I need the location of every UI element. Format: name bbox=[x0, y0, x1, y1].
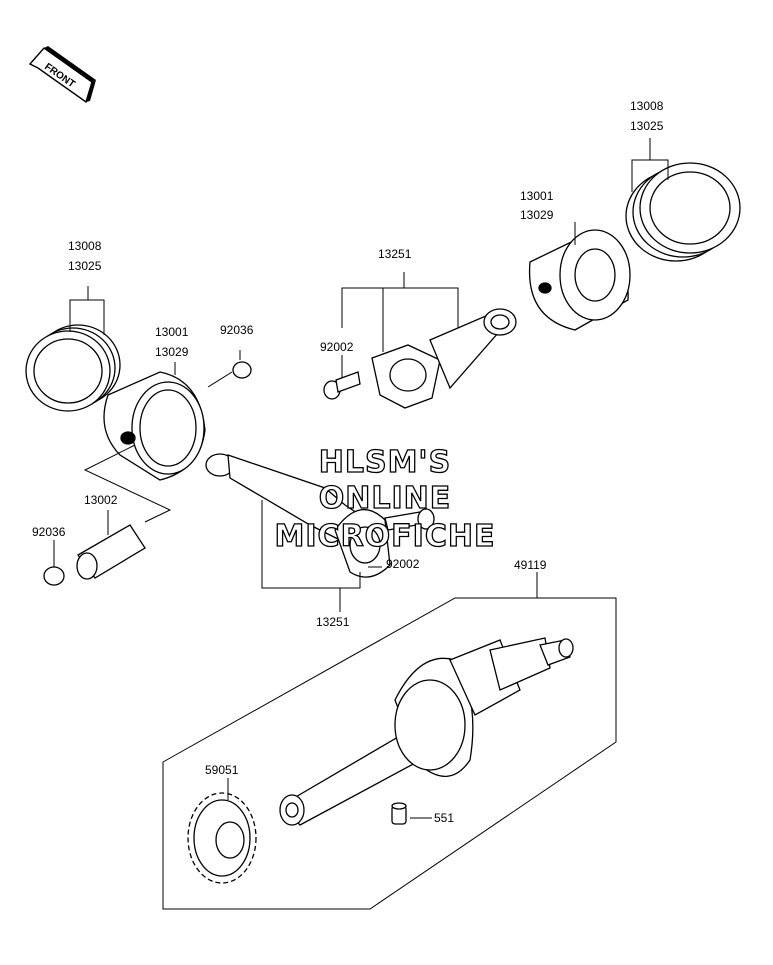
bolt-top bbox=[323, 371, 361, 400]
gear bbox=[187, 792, 257, 884]
label-rings-left-2: 13025 bbox=[68, 259, 102, 273]
front-arrow-icon: FRONT bbox=[28, 46, 96, 104]
label-gear: 59051 bbox=[205, 763, 239, 777]
watermark-line-2: ONLINE bbox=[319, 481, 452, 516]
label-rings-right-2: 13025 bbox=[630, 119, 664, 133]
label-rod-top: 13251 bbox=[378, 247, 412, 261]
dowel-pin bbox=[391, 802, 407, 825]
label-piston-right-1: 13001 bbox=[520, 189, 554, 203]
piston-left bbox=[103, 371, 206, 481]
label-rings-left-1: 13008 bbox=[68, 239, 102, 253]
circlip-left-bottom bbox=[43, 566, 65, 586]
crankshaft bbox=[279, 637, 574, 826]
bolt-bottom bbox=[384, 508, 435, 531]
leader-lines bbox=[53, 138, 669, 819]
label-circlip-left-top: 92036 bbox=[220, 323, 254, 337]
piston-rings-left bbox=[25, 324, 121, 412]
label-piston-left-2: 13029 bbox=[155, 345, 189, 359]
piston-right bbox=[528, 229, 631, 331]
watermark: HLSM'S ONLINE MICROFICHE bbox=[274, 444, 496, 554]
piston-pin bbox=[76, 524, 146, 580]
connecting-rod-top bbox=[371, 308, 517, 409]
label-circlip-left-bottom: 92036 bbox=[32, 525, 66, 539]
watermark-line-1: HLSM'S bbox=[319, 445, 451, 480]
label-bolt-top: 92002 bbox=[320, 340, 354, 354]
label-piston-left-1: 13001 bbox=[155, 325, 189, 339]
connecting-rod-bottom bbox=[205, 453, 391, 578]
label-rings-right-1: 13008 bbox=[630, 99, 664, 113]
label-piston-right-2: 13029 bbox=[520, 208, 554, 222]
label-crankshaft: 49119 bbox=[514, 558, 547, 572]
label-rod-bottom: 13251 bbox=[316, 615, 350, 629]
label-pin: 13002 bbox=[84, 493, 118, 507]
label-dowel: 551 bbox=[434, 811, 454, 825]
label-bolt-bottom: 92002 bbox=[386, 557, 420, 571]
watermark-line-3: MICROFICHE bbox=[275, 519, 496, 554]
piston-rings-right bbox=[625, 162, 741, 262]
circlip-left-top bbox=[232, 361, 252, 379]
